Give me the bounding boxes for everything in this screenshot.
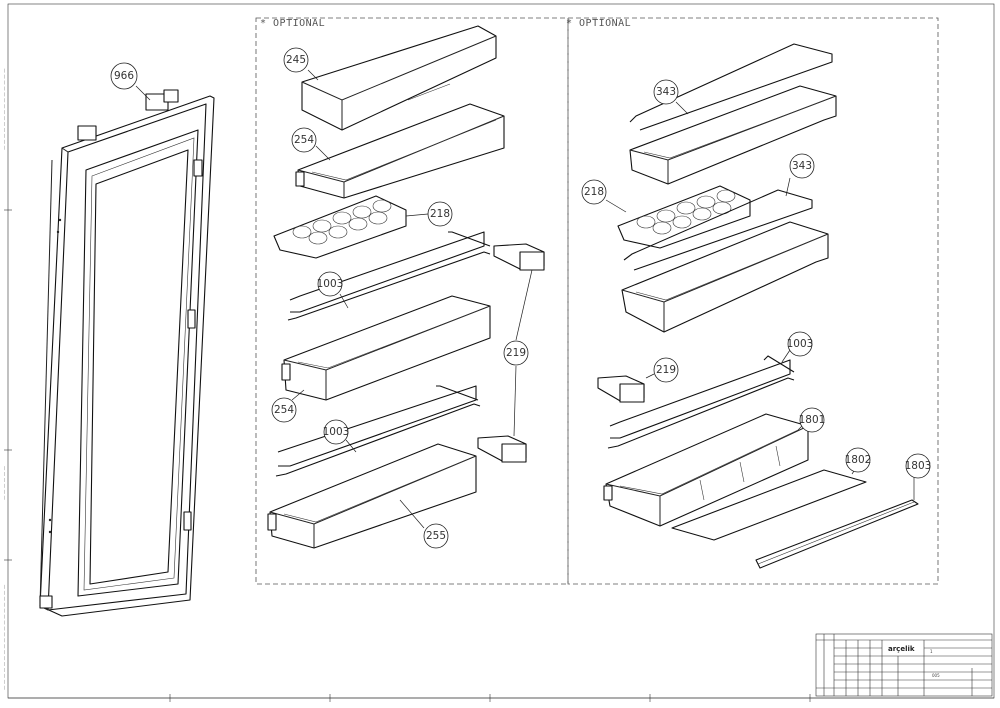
sheet-border — [4, 3, 995, 702]
svg-text:1003: 1003 — [787, 338, 814, 350]
callout-343-mid[interactable]: 343 — [785, 153, 815, 197]
svg-text:254: 254 — [274, 404, 294, 416]
callout-219-left[interactable]: 219 — [503, 269, 533, 437]
optional-label-left: * OPTIONAL — [260, 18, 325, 29]
sheet-label: 1 — [930, 649, 933, 654]
svg-text:219: 219 — [506, 347, 526, 359]
egg-tray-218-left — [273, 195, 407, 259]
callout-254-mid[interactable]: 254 — [271, 389, 305, 423]
optional-panel-right — [567, 17, 939, 585]
shelf-343-top — [629, 43, 837, 185]
clips-219-left — [477, 243, 545, 463]
callout-218-left[interactable]: 218 — [405, 201, 453, 227]
wire-rail-1003-left-top — [287, 231, 491, 321]
svg-text:219: 219 — [656, 364, 676, 376]
svg-text:343: 343 — [656, 86, 676, 98]
tray-255 — [267, 443, 477, 549]
shelf-343-mid — [621, 189, 829, 333]
optional-label-right: * OPTIONAL — [566, 18, 631, 29]
shelf-1801 — [603, 413, 809, 527]
svg-text:1801: 1801 — [799, 414, 826, 426]
callout-1003-left-top[interactable]: 1003 — [317, 271, 349, 309]
trim-1803 — [755, 499, 919, 569]
svg-text:966: 966 — [114, 70, 134, 82]
callout-1801[interactable]: 1801 — [797, 407, 826, 433]
svg-text:— — — — — — — — — — — — — —: — — — — — — — — — — — — — — — [3, 68, 8, 150]
svg-text:1803: 1803 — [905, 460, 932, 472]
svg-text:— — — — — —: — — — — — — — [3, 465, 8, 500]
tray-254-mid — [281, 295, 491, 401]
wire-rail-1003-right — [607, 355, 795, 449]
brand-logo: arçelik — [888, 645, 915, 653]
svg-text:— — — — — — — — — — — — — — —: — — — — — — — — — — — — — — — — — — — [3, 584, 8, 690]
tray-254-top — [295, 103, 505, 199]
callout-1003-left-bottom[interactable]: 1003 — [323, 419, 357, 453]
callout-343-top[interactable]: 343 — [653, 79, 689, 115]
glass-1802 — [671, 469, 867, 541]
svg-text:254: 254 — [294, 134, 314, 146]
svg-text:343: 343 — [792, 160, 812, 172]
title-block: arçelik 1 005 — [815, 633, 993, 697]
callout-254-top[interactable]: 254 — [291, 127, 331, 161]
lid-245 — [301, 25, 497, 131]
drawing-code: 005 — [932, 673, 940, 678]
svg-text:245: 245 — [286, 54, 306, 66]
svg-text:1003: 1003 — [317, 278, 344, 290]
svg-text:218: 218 — [584, 186, 604, 198]
callout-219-right[interactable]: 219 — [645, 357, 679, 383]
door-assembly — [39, 89, 215, 617]
svg-text:255: 255 — [426, 530, 446, 542]
callout-1802[interactable]: 1802 — [845, 447, 872, 475]
callout-218-right[interactable]: 218 — [581, 179, 627, 213]
callout-255[interactable]: 255 — [399, 499, 449, 549]
svg-text:1802: 1802 — [845, 454, 872, 466]
wire-rail-1003-left-bottom — [275, 385, 481, 477]
callout-1803[interactable]: 1803 — [905, 453, 932, 500]
clip-219-right — [597, 375, 645, 403]
callout-1003-right[interactable]: 1003 — [781, 331, 814, 363]
svg-text:218: 218 — [430, 208, 450, 220]
egg-tray-218-right — [617, 185, 751, 249]
svg-text:1003: 1003 — [323, 426, 350, 438]
callout-966[interactable]: 966 — [110, 62, 151, 101]
callout-245[interactable]: 245 — [283, 47, 319, 81]
margin-notes: — — — — — — — — — — — — — — — — — — — — … — [3, 68, 8, 690]
